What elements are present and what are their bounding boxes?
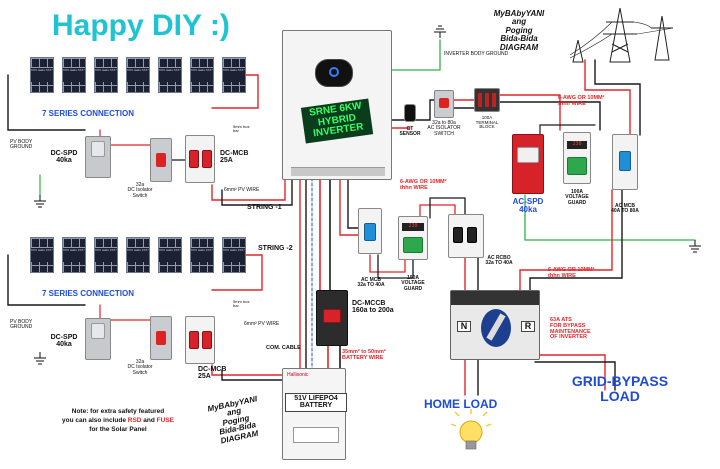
series-label-top: 7 SERIES CONNECTION [42, 109, 135, 118]
output-voltage-guard: 230 [398, 216, 428, 260]
ac-rcbo-label: AC RCBO 32a TO 40A [485, 255, 513, 267]
grid-voltage-guard-label: 100A VOLTAGE GUARD [565, 189, 589, 206]
ac-isolator-label: 32a to 80a AC ISOLATOR SWITCH [427, 120, 461, 137]
terminal-block [474, 88, 500, 112]
grid-bypass-label: GRID-BYPASS LOAD [571, 373, 669, 404]
string2-label: STRING -2 [258, 245, 293, 252]
inverter-ground-label: INVERTER BODY GROUND [444, 51, 509, 57]
string2-pos [211, 177, 301, 376]
com-cable-label: COM. CABLE [266, 345, 301, 351]
output-ac-mcb [358, 208, 382, 254]
note-prefix: Note: for extra safety featured you can … [62, 408, 165, 424]
dc-spd-bottom-label: DC-SPD 40ka [50, 334, 78, 349]
note-suffix: for the Solar Panel [89, 425, 147, 433]
dc-mcb-top [185, 135, 215, 183]
watermark-top: MyBAbyYANI ang Poging Bida-Bida DIAGRAM [478, 9, 560, 52]
dc-isolator-top [150, 138, 172, 182]
terminal-block-label: 100A TERMINAL BLOCK [475, 115, 499, 130]
lifepo4-battery: Hallisonic 51V LIFEPO4 BATTERY [282, 368, 347, 460]
ground-icon [34, 352, 46, 365]
ats-label: 63A ATS FOR BYPASS MAINTENANCE OF INVERT… [550, 317, 591, 341]
dc-spd-top [85, 136, 111, 178]
light-bulb-icon [450, 409, 492, 450]
ct-sensor [404, 104, 416, 122]
grid-wire-label: 6-AWG OR 10MM² thhn WIRE [558, 95, 605, 107]
pv-wire-bottom-label: 6mm² PV WIRE [244, 321, 280, 327]
note-fuse: FUSE [156, 416, 174, 424]
watermark-line5: DIAGRAM [499, 42, 539, 52]
pv-ground-top: PV BODY GROUND [10, 139, 33, 151]
dc-mccb-label: DC-MCCB 160a to 200a [352, 300, 394, 315]
note-rsd: RSD [127, 416, 142, 424]
bus-bar-top-label: 5mm bus bar [233, 124, 250, 134]
dc-isolator-top-label: 32a DC Isolator Switch [127, 182, 153, 199]
power-tower-icon [569, 7, 674, 63]
watermark-line2: ang [511, 17, 527, 27]
series-label-bottom: 7 SERIES CONNECTION [42, 289, 135, 298]
ground-icon [34, 195, 46, 208]
string1-neg [221, 177, 293, 206]
grid-ac-mcb-label: AC MCB 40A TO 80A [611, 203, 639, 215]
dc-mccb [316, 290, 348, 346]
ground-icon [689, 240, 701, 253]
pv-top-pos-wire [211, 74, 259, 109]
inverter-label: SRNE 6KW HYBRID INVERTER [300, 98, 374, 144]
battery-brand: Hallisonic [287, 372, 309, 378]
ct-sensor-label: CT SENSOR [399, 126, 421, 138]
output-voltage-guard-label: 100A VOLTAGE GUARD [401, 275, 425, 292]
bus-bar-bottom-label: 5mm bus bar [233, 299, 250, 309]
dc-spd-top-label: DC-SPD 40ka [50, 150, 78, 165]
string1-label: STRING -1 [247, 204, 282, 211]
pv-top-neg-wire [7, 74, 86, 131]
dc-mcb-bottom [185, 316, 215, 364]
ac-spd-label: AC-SPD 40ka [512, 197, 544, 215]
dc-isolator-bottom [150, 316, 172, 360]
home-load-label: HOME LOAD [424, 397, 498, 411]
pv-ground-bottom: PV BODY GROUND [10, 319, 33, 331]
dc-isolator-bottom-label: 32a DC Isolator Switch [127, 359, 153, 376]
watermark-line3: Poging [505, 25, 533, 35]
dc-mcb-top-label: DC-MCB 25A [220, 150, 249, 165]
ats-wire-label: 6-AWG OR 10MM² thhn WIRE [548, 267, 595, 279]
string2-neg [221, 177, 307, 381]
ac-rcbo [448, 214, 484, 258]
battery-label: 51V LIFEPO4 BATTERY [285, 393, 347, 412]
ac-isolator-switch [434, 90, 454, 118]
hybrid-inverter: SRNE 6KW HYBRID INVERTER [282, 30, 392, 180]
watermark-line1: MyBAbyYANI [493, 9, 545, 18]
dc-spd-bottom [85, 318, 111, 360]
ats-r-label: R [521, 321, 535, 333]
ground-icon [434, 25, 446, 38]
ats-n-label: N [457, 321, 471, 333]
output-ac-mcb-label: AC MCB 32a TO 40A [357, 277, 385, 289]
ats-switch: N R [450, 290, 540, 360]
dc-mcb-bottom-label: DC-MCB 25A [198, 366, 227, 381]
grid-ac-mcb [612, 134, 638, 190]
ac-spd [512, 134, 544, 194]
safety-note: Note: for extra safety featured you can … [48, 408, 188, 434]
watermark-line4: Bida-Bida [500, 34, 538, 44]
note-and: and [141, 416, 157, 424]
grid-voltage-guard: 230 [563, 132, 591, 184]
battery-wire-label: 35mm² to 50mm² BATTERY WIRE [342, 349, 386, 361]
out-wire-label: 6-AWG OR 10MM² thhn WIRE [400, 179, 447, 191]
string1-pos [211, 177, 286, 201]
pv-wire-top-label: 6mm² PV WIRE [224, 187, 260, 193]
page-title: Happy DIY :) [52, 9, 230, 42]
